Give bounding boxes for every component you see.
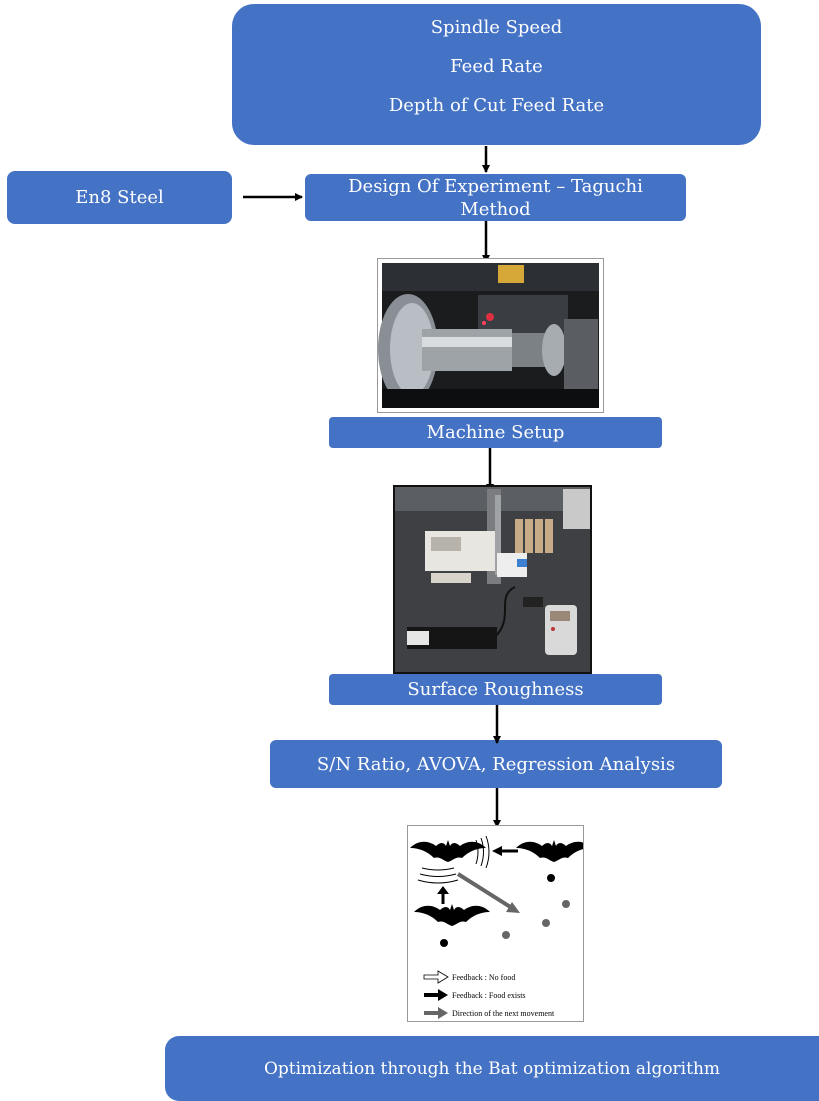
legend-food-exists: Feedback : Food exists	[452, 991, 526, 1000]
food-source-dot	[440, 939, 448, 947]
surface-roughness-box: Surface Roughness	[329, 674, 662, 705]
gray-arrow-icon	[424, 1007, 448, 1019]
legend-no-food: Feedback : No food	[452, 973, 515, 982]
bat-icon	[414, 904, 490, 926]
lathe-machine-photo	[377, 258, 604, 413]
solid-arrow-icon	[424, 989, 448, 1001]
parameter-spindle-speed: Spindle Speed	[430, 17, 563, 38]
food-source-dot	[502, 931, 510, 939]
material-box: En8 Steel	[7, 171, 232, 224]
food-source-dot	[542, 919, 550, 927]
legend-direction: Direction of the next movement	[452, 1009, 555, 1018]
optimization-box: Optimization through the Bat optimizatio…	[165, 1036, 819, 1101]
bat-icon	[516, 840, 583, 862]
machine-setup-box: Machine Setup	[329, 417, 662, 448]
bat-icon	[410, 840, 486, 862]
hollow-arrow-icon	[423, 970, 449, 984]
surface-roughness-tester-photo	[393, 485, 592, 674]
analysis-box: S/N Ratio, AVOVA, Regression Analysis	[270, 740, 722, 788]
bat-algorithm-figure: Feedback : No food Feedback : Food exist…	[407, 825, 584, 1022]
parameter-feed-rate: Feed Rate	[450, 56, 543, 77]
food-source-dot	[547, 874, 555, 882]
food-source-dot	[562, 900, 570, 908]
parameter-depth-of-cut: Depth of Cut Feed Rate	[388, 95, 605, 116]
design-of-experiment-box: Design Of Experiment – Taguchi Method	[305, 174, 686, 221]
movement-direction-arrow	[456, 872, 514, 910]
input-parameters-box: Spindle Speed Feed Rate Depth of Cut Fee…	[232, 4, 761, 145]
